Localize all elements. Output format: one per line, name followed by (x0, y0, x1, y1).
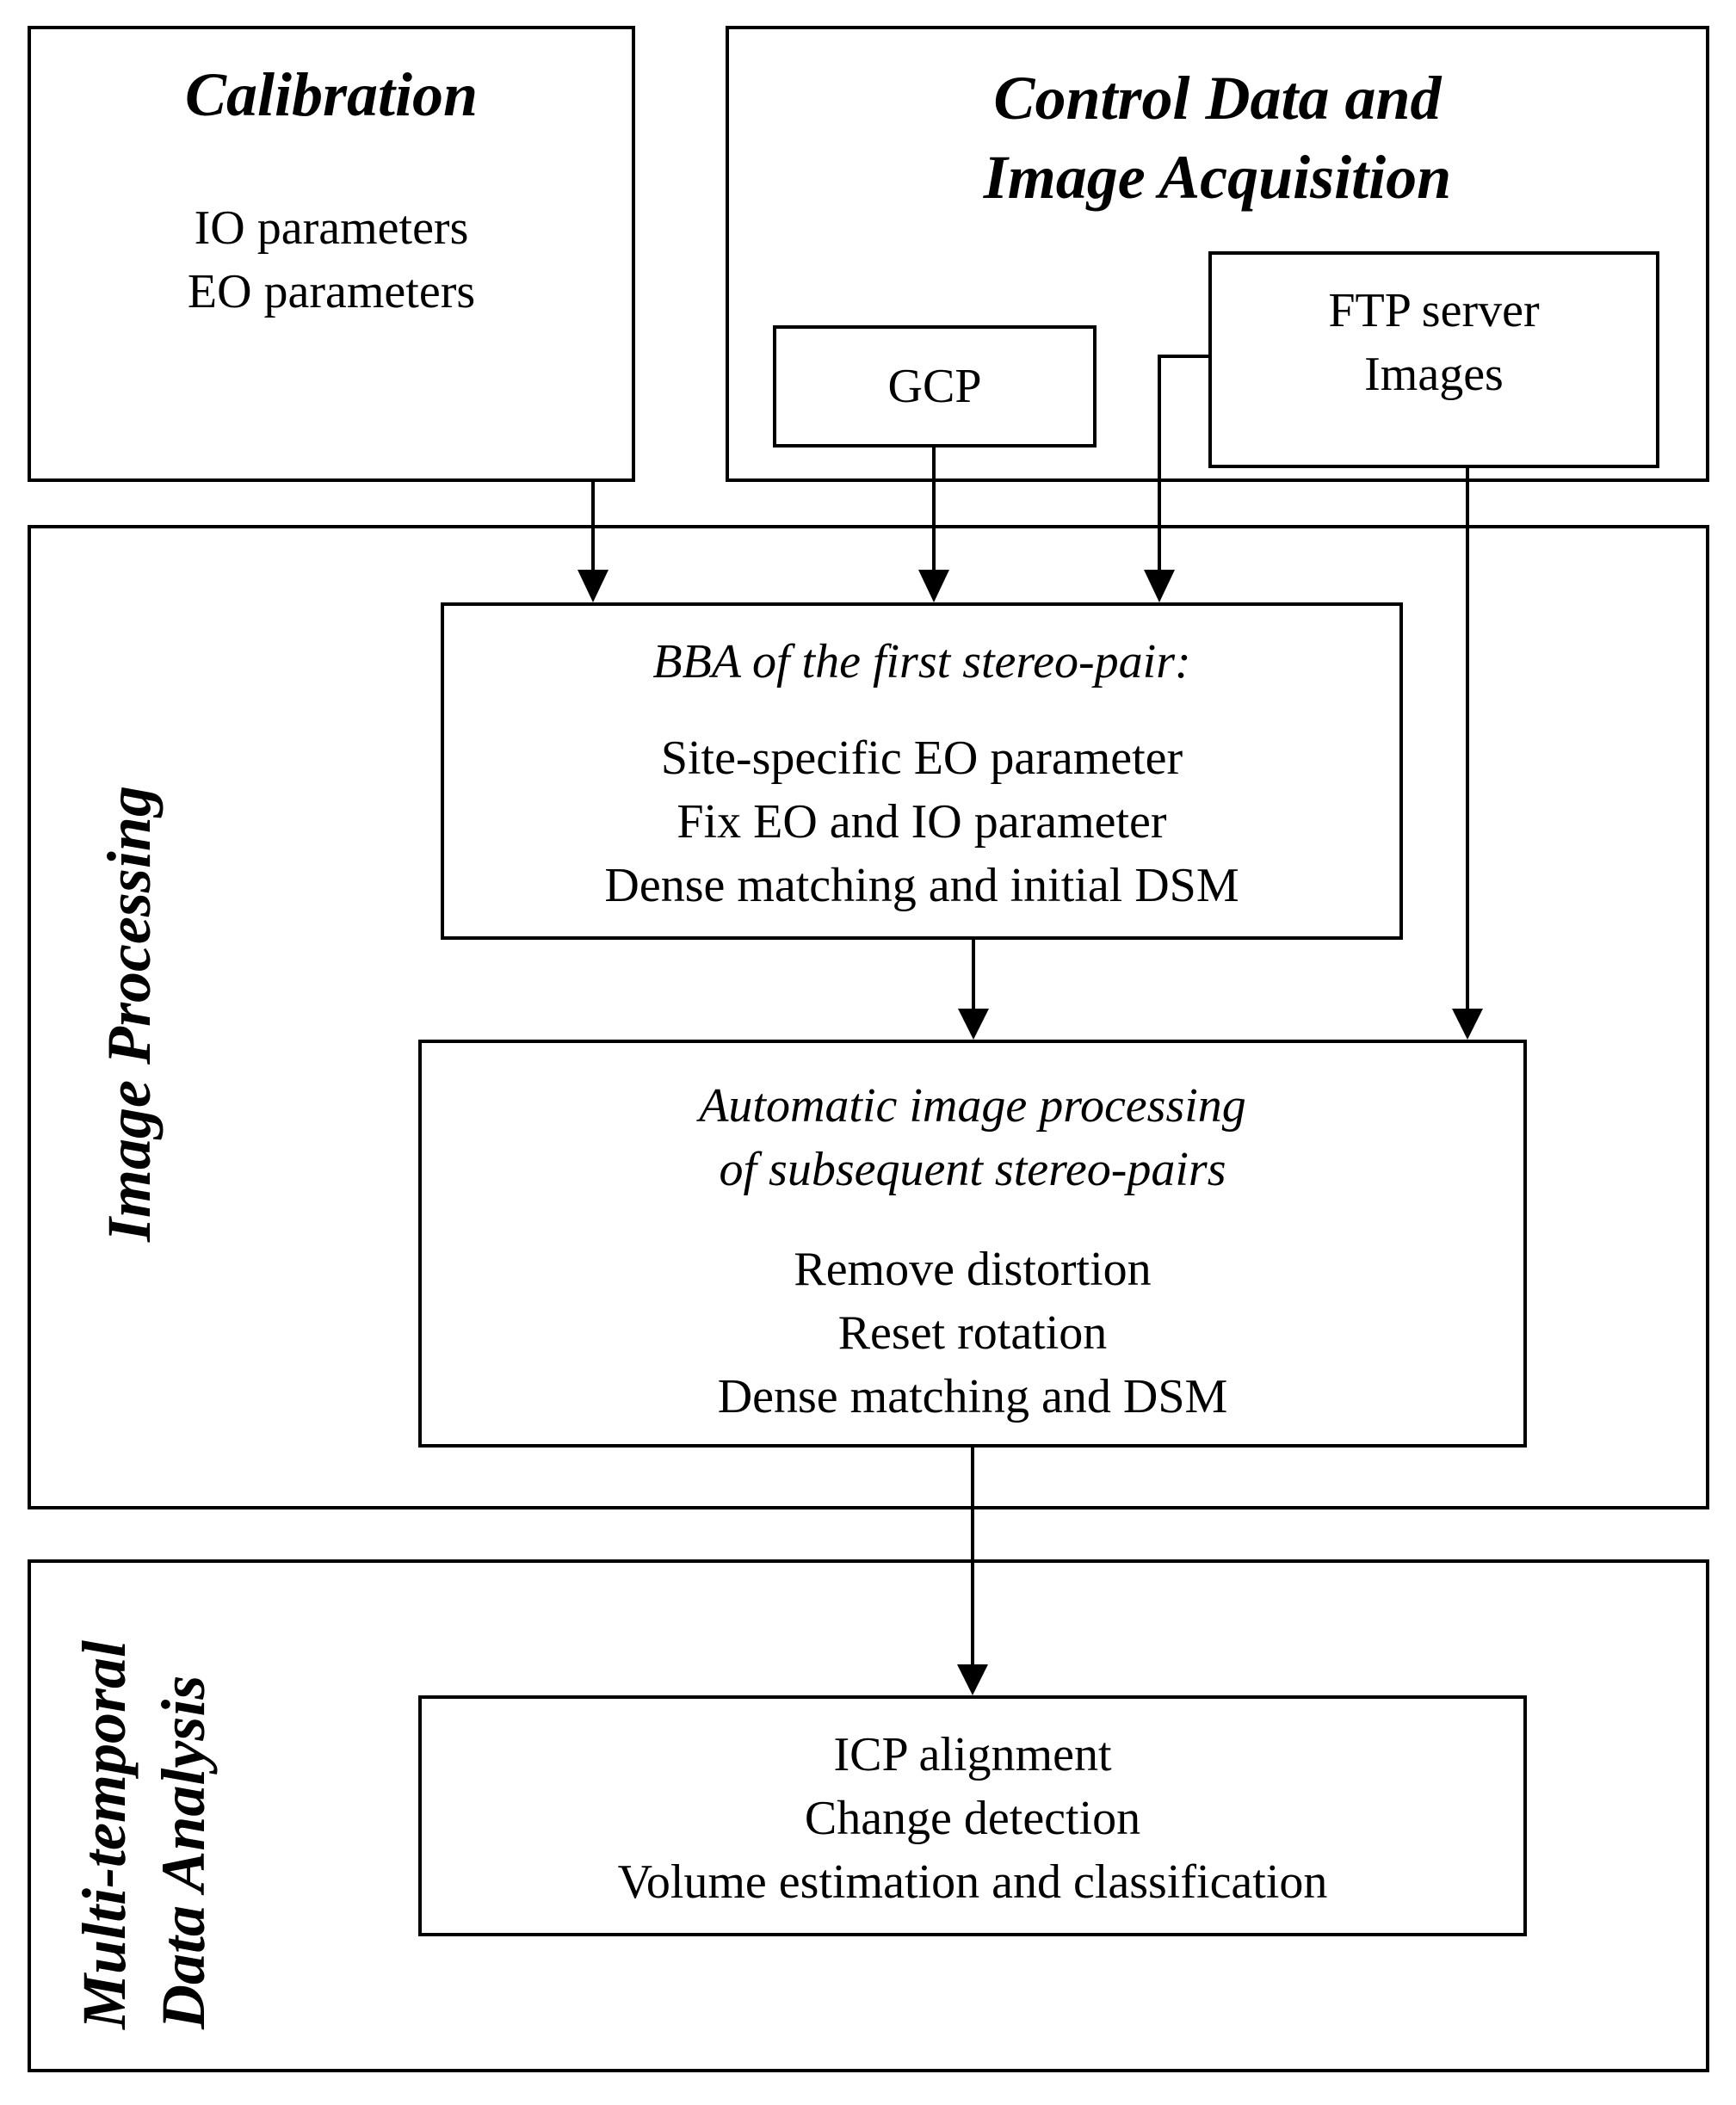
automatic-processing-box: Automatic image processing of subsequent… (418, 1040, 1527, 1448)
bba-step-1: Site-specific EO parameter (660, 732, 1183, 785)
image-processing-label: Image Processing (95, 786, 164, 1242)
bba-title: BBA of the first stereo-pair: (652, 635, 1191, 688)
analysis-step-1: ICP alignment (833, 1728, 1112, 1781)
auto-step-1: Remove distortion (794, 1243, 1152, 1296)
auto-step-2: Reset rotation (837, 1306, 1108, 1360)
auto-title-line-2: of subsequent stereo-pairs (719, 1143, 1226, 1196)
analysis-label-line-1: Multi-temporal (70, 1639, 139, 2029)
bba-steps: Site-specific EO parameter Fix EO and IO… (444, 726, 1399, 917)
gcp-box: GCP (773, 325, 1097, 448)
analysis-label-line-2: Data Analysis (149, 1675, 218, 2029)
ftp-server-box: FTP server Images (1208, 251, 1659, 468)
analysis-results-box: ICP alignment Change detection Volume es… (418, 1695, 1527, 1936)
bba-step-2: Fix EO and IO parameter (676, 795, 1167, 849)
calibration-params: IO parameters EO parameters (31, 196, 632, 324)
auto-title-line-1: Automatic image processing (699, 1079, 1246, 1133)
ftp-server-text: FTP server Images (1212, 279, 1656, 406)
analysis-steps: ICP alignment Change detection Volume es… (422, 1723, 1523, 1914)
gcp-label: GCP (887, 360, 982, 413)
auto-step-3: Dense matching and DSM (717, 1370, 1228, 1423)
calibration-box: Calibration IO parameters EO parameters (28, 26, 635, 482)
bba-step-3: Dense matching and initial DSM (604, 859, 1239, 912)
calibration-line-eo: EO parameters (187, 265, 476, 318)
ftp-line-1: FTP server (1328, 284, 1540, 337)
analysis-step-2: Change detection (804, 1792, 1141, 1845)
control-title-line-2: Image Acquisition (983, 143, 1452, 212)
control-data-title: Control Data and Image Acquisition (729, 59, 1706, 217)
bba-box: BBA of the first stereo-pair: Site-speci… (441, 602, 1403, 940)
automatic-processing-title: Automatic image processing of subsequent… (422, 1074, 1523, 1201)
ftp-line-2: Images (1364, 348, 1504, 401)
data-analysis-label: Multi-temporal Data Analysis (65, 1639, 223, 2029)
analysis-step-3: Volume estimation and classification (617, 1855, 1328, 1909)
control-title-line-1: Control Data and (993, 64, 1442, 133)
calibration-line-io: IO parameters (194, 201, 469, 255)
calibration-title: Calibration (184, 60, 479, 129)
automatic-processing-steps: Remove distortion Reset rotation Dense m… (422, 1238, 1523, 1429)
